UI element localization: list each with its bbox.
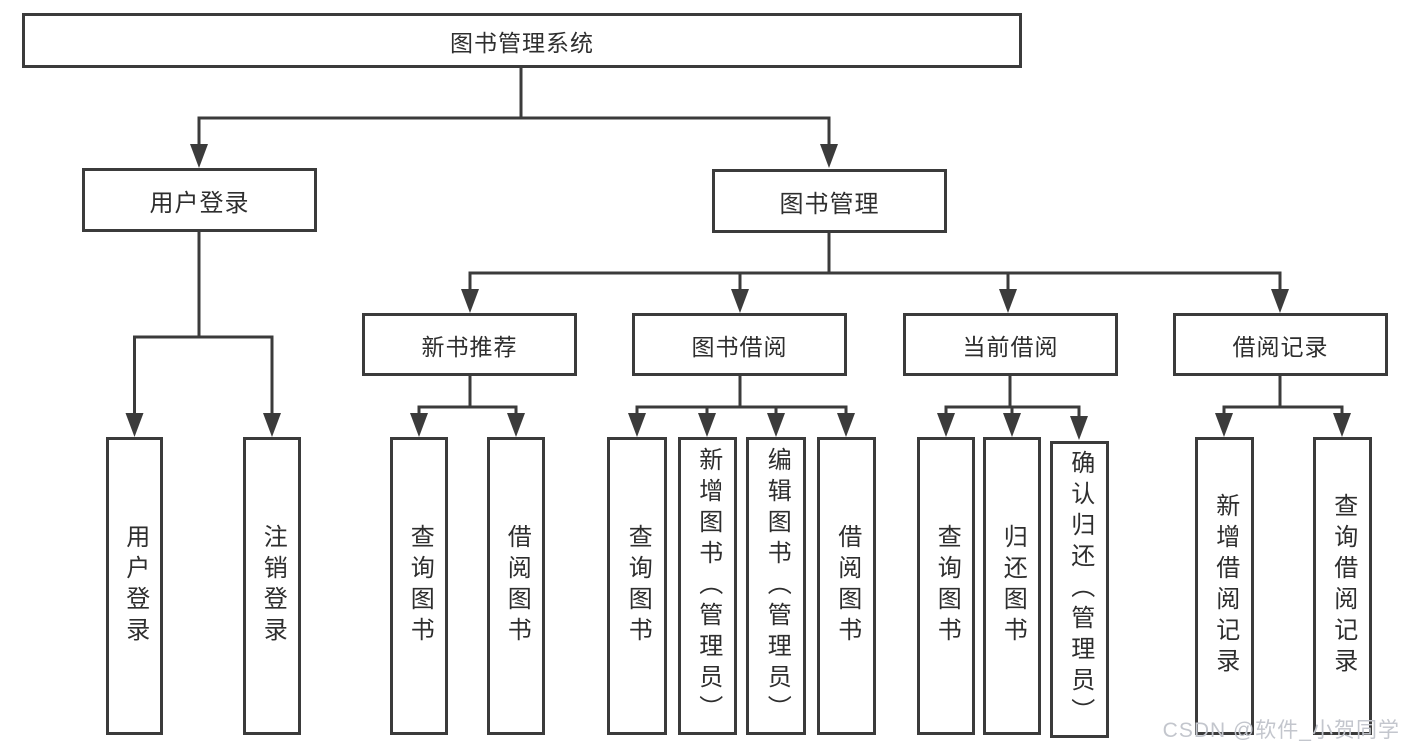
leaf-query-borrow-record: 查询借阅记录 — [1313, 437, 1372, 735]
leaf-user-login: 用户登录 — [106, 437, 163, 735]
node-user-login-branch: 用户登录 — [82, 168, 317, 232]
arrow-down-icon — [837, 413, 855, 437]
leaf-label: 注销登录 — [259, 524, 287, 648]
node-borrowing-records: 借阅记录 — [1173, 313, 1388, 376]
arrow-down-icon — [263, 413, 281, 437]
arrow-down-icon — [731, 289, 749, 313]
leaf-confirm-return-admin: 确认归还（管理员） — [1050, 441, 1109, 738]
node-book-management-branch: 图书管理 — [712, 169, 947, 233]
arrow-down-icon — [1333, 413, 1351, 437]
connector-borrow-records — [1215, 375, 1351, 437]
leaf-query-books-2: 查询图书 — [607, 437, 667, 735]
connector-book-borrow — [628, 376, 855, 437]
leaf-add-books-admin: 新增图书（管理员） — [678, 437, 737, 735]
leaf-label: 查询图书 — [406, 524, 434, 648]
leaf-return-books: 归还图书 — [983, 437, 1041, 735]
arrow-down-icon — [628, 413, 646, 437]
leaf-label: 借阅图书 — [833, 524, 861, 648]
node-book-management-system: 图书管理系统 — [22, 13, 1022, 68]
arrow-down-icon — [820, 144, 838, 168]
leaf-label: 用户登录 — [121, 524, 149, 648]
connector-new-book — [410, 376, 525, 437]
leaf-label: 查询借阅记录 — [1329, 493, 1357, 679]
leaf-borrow-books-1: 借阅图书 — [487, 437, 545, 735]
node-book-borrowing: 图书借阅 — [632, 313, 847, 376]
node-new-book-recommend: 新书推荐 — [362, 313, 577, 376]
leaf-label: 归还图书 — [999, 524, 1027, 648]
arrow-down-icon — [410, 413, 428, 437]
csdn-watermark: CSDN @软件_小贺同学 — [1162, 719, 1400, 742]
leaf-label: 新增图书（管理员） — [694, 446, 722, 726]
arrow-down-icon — [507, 413, 525, 437]
leaf-borrow-books-2: 借阅图书 — [817, 437, 876, 735]
connector-user-login — [125, 232, 281, 437]
arrow-down-icon — [1271, 289, 1289, 313]
leaf-query-books-1: 查询图书 — [390, 437, 448, 735]
node-current-borrowing: 当前借阅 — [903, 313, 1118, 376]
leaf-logout: 注销登录 — [243, 437, 301, 735]
connector-root — [190, 67, 838, 168]
leaf-label: 编辑图书（管理员） — [763, 446, 791, 726]
leaf-query-books-3: 查询图书 — [917, 437, 975, 735]
arrow-down-icon — [698, 413, 716, 437]
leaf-edit-books-admin: 编辑图书（管理员） — [746, 437, 806, 735]
connector-book-management — [461, 233, 1289, 313]
leaf-add-borrow-record: 新增借阅记录 — [1195, 437, 1254, 735]
arrow-down-icon — [1215, 413, 1233, 437]
leaf-label: 新增借阅记录 — [1211, 493, 1239, 679]
leaf-label: 确认归还（管理员） — [1066, 450, 1094, 729]
arrow-down-icon — [999, 289, 1017, 313]
leaf-label: 借阅图书 — [503, 524, 531, 648]
arrow-down-icon — [767, 413, 785, 437]
connector-current-borrow — [937, 375, 1088, 440]
arrow-down-icon — [1070, 416, 1088, 440]
leaf-label: 查询图书 — [933, 524, 961, 648]
arrow-down-icon — [461, 289, 479, 313]
arrow-down-icon — [190, 144, 208, 168]
leaf-label: 查询图书 — [624, 524, 652, 648]
arrow-down-icon — [125, 413, 144, 437]
arrow-down-icon — [1003, 413, 1021, 437]
arrow-down-icon — [937, 413, 955, 437]
